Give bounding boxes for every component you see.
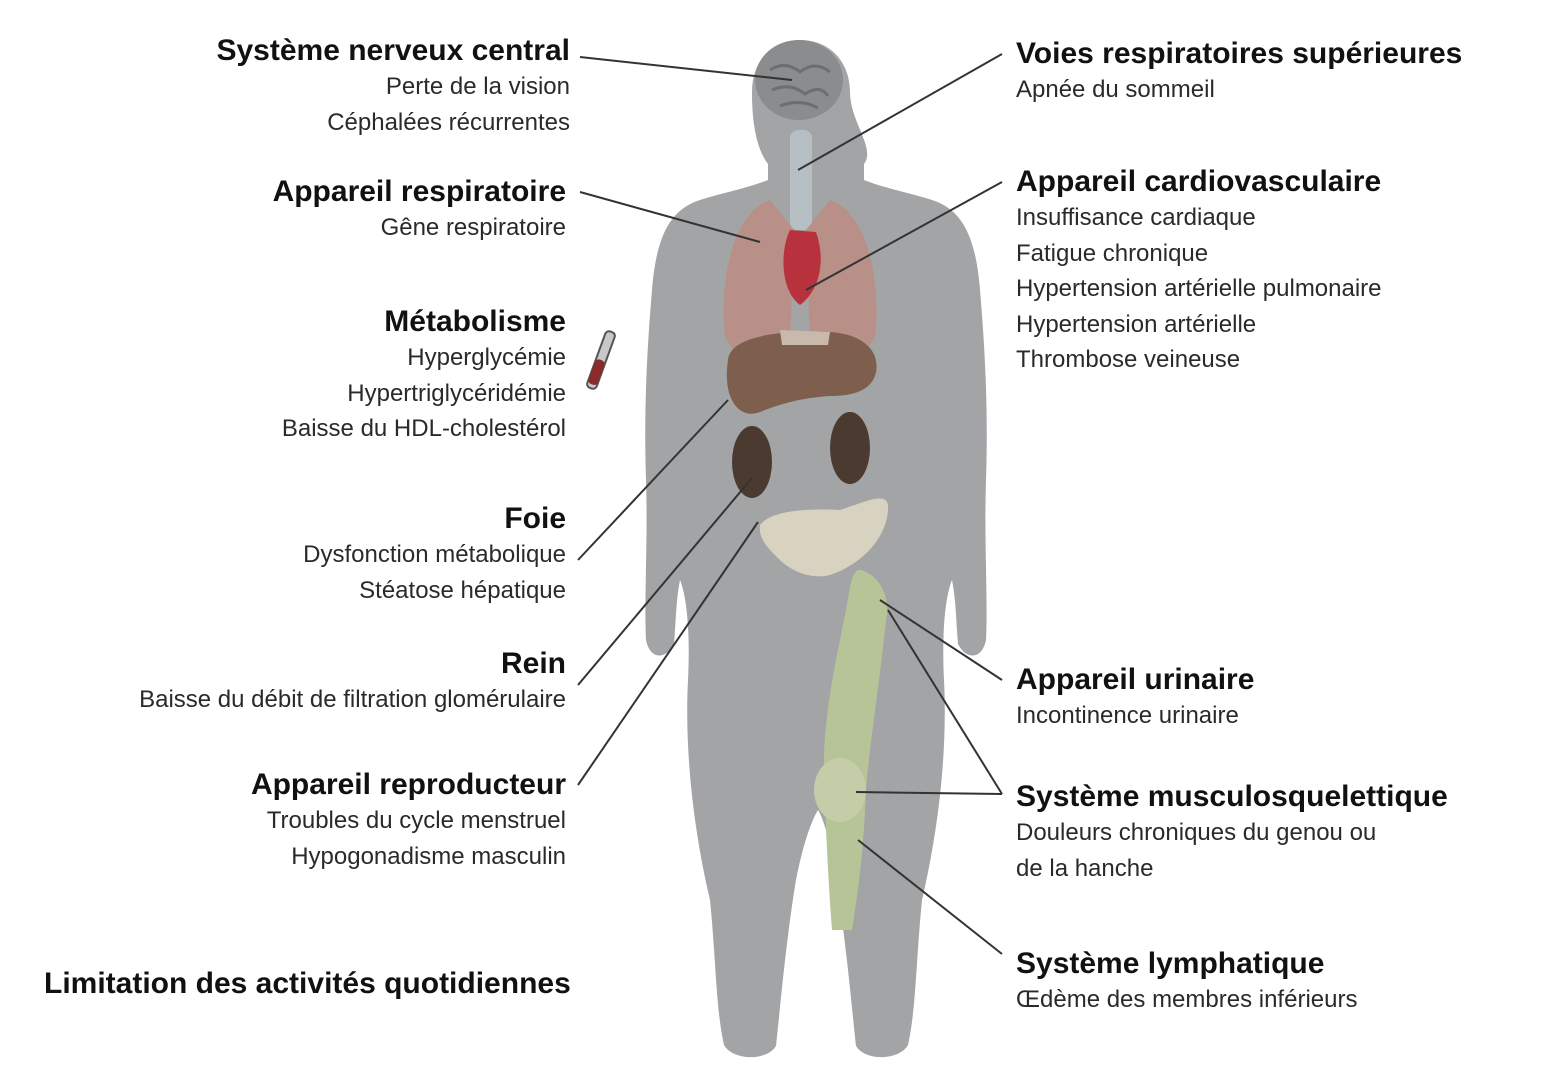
group-title: Système nerveux central: [216, 33, 570, 69]
brain-shape: [755, 40, 843, 120]
label-group-cardiovasculaire: Appareil cardiovasculaire Insuffisance c…: [1016, 164, 1382, 378]
group-item: Troubles du cycle menstruel: [251, 803, 566, 839]
limitation-label: Limitation des activités quotidiennes: [44, 966, 571, 1002]
group-item: Douleurs chroniques du genou ou: [1016, 815, 1448, 851]
test-tube-icon: [586, 330, 616, 390]
label-group-musculosquelettique: Système musculosquelettique Douleurs chr…: [1016, 779, 1448, 886]
group-item: Perte de la vision: [216, 69, 570, 105]
group-item: de la hanche: [1016, 851, 1448, 887]
label-group-lymphatique: Système lymphatique Œdème des membres in…: [1016, 946, 1357, 1018]
group-item: Insuffisance cardiaque: [1016, 200, 1382, 236]
group-title: Foie: [303, 501, 566, 537]
group-title: Système lymphatique: [1016, 946, 1357, 982]
group-item: Apnée du sommeil: [1016, 72, 1462, 108]
group-item: Hypertriglycéridémie: [282, 376, 566, 412]
label-group-foie: Foie Dysfonction métabolique Stéatose hé…: [303, 501, 566, 608]
group-title: Appareil urinaire: [1016, 662, 1254, 698]
group-item: Baisse du débit de filtration glomérulai…: [139, 682, 566, 718]
organ-tube-shape: [780, 330, 830, 345]
right-kidney-shape: [830, 412, 870, 484]
label-group-metabolisme: Métabolisme Hyperglycémie Hypertriglycér…: [282, 304, 566, 447]
left-kidney-shape: [732, 426, 772, 498]
group-title: Appareil cardiovasculaire: [1016, 164, 1382, 200]
group-item: Œdème des membres inférieurs: [1016, 982, 1357, 1018]
knee-shape: [814, 758, 866, 822]
trachea-shape: [790, 130, 812, 230]
label-group-urinaire: Appareil urinaire Incontinence urinaire: [1016, 662, 1254, 734]
group-item: Hypertension artérielle pulmonaire: [1016, 271, 1382, 307]
group-item: Gêne respiratoire: [273, 210, 566, 246]
group-item: Baisse du HDL-cholestérol: [282, 411, 566, 447]
label-group-systeme-nerveux: Système nerveux central Perte de la visi…: [216, 33, 570, 140]
label-group-appareil-reproducteur: Appareil reproducteur Troubles du cycle …: [251, 767, 566, 874]
group-item: Stéatose hépatique: [303, 573, 566, 609]
group-item: Céphalées récurrentes: [216, 105, 570, 141]
group-item: Dysfonction métabolique: [303, 537, 566, 573]
group-title: Appareil reproducteur: [251, 767, 566, 803]
group-title: Appareil respiratoire: [273, 174, 566, 210]
label-group-rein: Rein Baisse du débit de filtration glomé…: [139, 646, 566, 718]
group-item: Thrombose veineuse: [1016, 342, 1382, 378]
group-item: Incontinence urinaire: [1016, 698, 1254, 734]
group-item: Fatigue chronique: [1016, 236, 1382, 272]
group-title: Rein: [139, 646, 566, 682]
label-group-appareil-respiratoire: Appareil respiratoire Gêne respiratoire: [273, 174, 566, 246]
label-group-voies-respiratoires: Voies respiratoires supérieures Apnée du…: [1016, 36, 1462, 108]
group-item: Hyperglycémie: [282, 340, 566, 376]
group-title: Métabolisme: [282, 304, 566, 340]
group-item: Hypogonadisme masculin: [251, 839, 566, 875]
group-title: Système musculosquelettique: [1016, 779, 1448, 815]
group-title: Voies respiratoires supérieures: [1016, 36, 1462, 72]
group-item: Hypertension artérielle: [1016, 307, 1382, 343]
